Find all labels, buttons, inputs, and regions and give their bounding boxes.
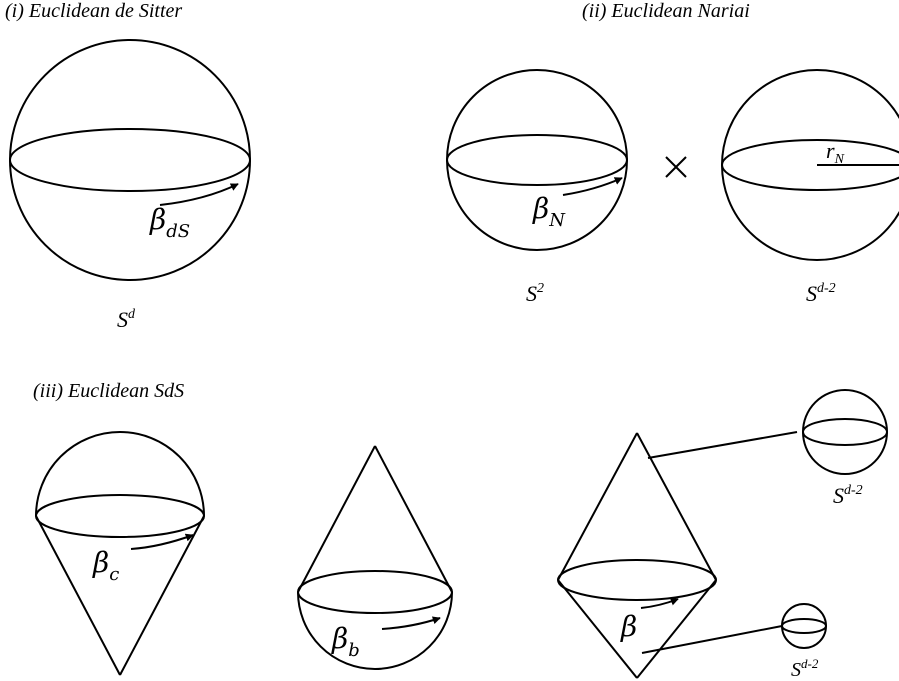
nariai-sd2-sphere: rN Sd-2 [721, 69, 899, 306]
upper-hemisphere [35, 431, 205, 517]
times-symbol [665, 156, 687, 178]
beta-arrow [562, 177, 623, 196]
sd2-sphere-equator [721, 139, 899, 191]
pointer-line-upper [647, 431, 798, 459]
beta-arrow [640, 597, 679, 609]
beta-c-label: βc [92, 546, 119, 585]
cone-side [557, 579, 638, 679]
lower-hemisphere [297, 591, 453, 670]
de-sitter-sphere: βdS Sd [9, 39, 251, 332]
sphere-outline [9, 39, 251, 281]
beta-ds-label: βdS [149, 203, 190, 242]
beta-arrow [130, 533, 194, 550]
s-d-2-label: Sd-2 [791, 656, 819, 681]
beta-n-label: βN [532, 192, 566, 231]
cone-rim [297, 570, 453, 614]
title-euclidean-nariai: (ii) Euclidean Nariai [582, 0, 750, 22]
cone-side [35, 515, 121, 676]
cone-rim [35, 494, 205, 538]
beta-arrow [381, 616, 441, 630]
sds-double-cone: β [557, 431, 798, 679]
small-sphere-equator [781, 618, 827, 634]
cone-side [374, 445, 453, 593]
cone-side [636, 579, 717, 679]
s-d-label: Sd [117, 307, 136, 332]
beta-b-label: βb [331, 622, 360, 661]
cone-side [119, 515, 205, 676]
cone-rim [557, 559, 717, 601]
cone-side [557, 432, 638, 581]
small-sphere-outline [802, 389, 888, 475]
s-d-2-label: Sd-2 [833, 483, 863, 508]
small-sphere-small: Sd-2 [781, 603, 827, 681]
s-d-2-label: Sd-2 [806, 281, 836, 306]
cone-side [636, 432, 717, 581]
cone-side [297, 445, 376, 593]
title-euclidean-sds: (iii) Euclidean SdS [33, 380, 184, 402]
times-stroke [665, 156, 687, 178]
s2-sphere-equator [446, 134, 628, 186]
sphere-equator [9, 128, 251, 192]
pointer-line-lower [641, 625, 783, 654]
sds-cosmological-shape: βc [35, 431, 205, 676]
nariai-s2-sphere: βN S2 [446, 69, 628, 306]
small-sphere-equator [802, 418, 888, 446]
small-sphere-large: Sd-2 [802, 389, 888, 508]
sds-black-hole-shape: βb [297, 445, 453, 670]
r-n-label: rN [826, 138, 845, 167]
small-sphere-outline [781, 603, 827, 649]
beta-label: β [620, 610, 637, 643]
beta-arrow [159, 183, 239, 206]
s-2-label: S2 [526, 281, 544, 306]
title-euclidean-de-sitter: (i) Euclidean de Sitter [5, 0, 182, 22]
